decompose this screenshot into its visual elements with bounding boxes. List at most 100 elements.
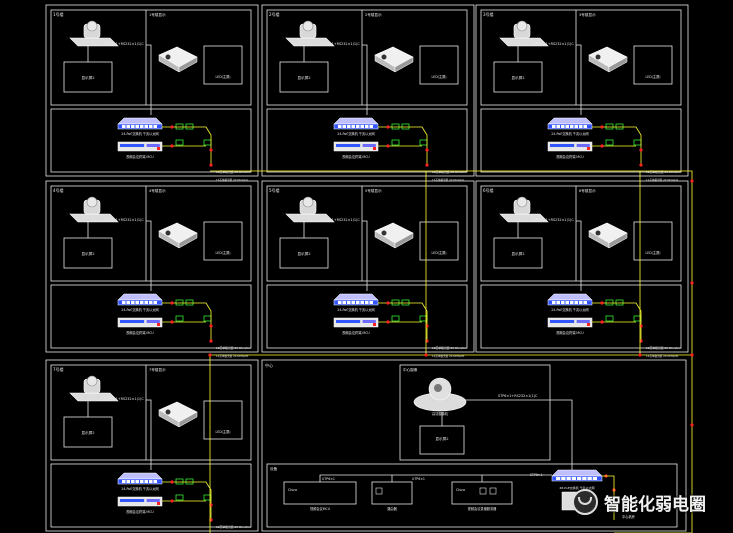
fiber-label: 12芯单模光缆 20 Ohm/km xyxy=(432,170,467,174)
room-lower-panel xyxy=(266,284,468,349)
decoder-label: 视频会议终端 MCU xyxy=(126,509,154,514)
backbone-label: 12芯单模光缆 20 Ohm/km xyxy=(216,354,249,358)
switch-label: 24-PoE交换机 千兆以太网 xyxy=(121,307,159,312)
room-label: 7号楼 xyxy=(53,366,64,372)
port-tag xyxy=(615,299,624,306)
room-lower-panel xyxy=(50,284,252,349)
junction-dot xyxy=(170,499,174,503)
signal-link xyxy=(362,220,368,291)
junction-dot xyxy=(600,301,604,305)
screen-label: LED(主屏) xyxy=(645,74,660,79)
center-equip-label: 设备 xyxy=(270,466,278,471)
recorder-port-icon xyxy=(489,487,497,495)
display-label: 显示屏2 xyxy=(81,252,94,256)
port-tag xyxy=(175,315,184,322)
camera-icon xyxy=(285,20,335,47)
switch-icon xyxy=(333,293,379,306)
switch-icon xyxy=(117,472,163,485)
wechat-logo-icon xyxy=(572,489,598,515)
room-sub-label: 1号楼显示 xyxy=(149,12,166,17)
center-equip-panel xyxy=(266,463,678,528)
link-a-label: UTP6×1 xyxy=(322,477,335,481)
decoder-label: 视频会议终端 MCU xyxy=(556,154,584,159)
switch-label: 24-PoE交换机 千兆以太网 xyxy=(337,131,375,136)
room-outer-frame xyxy=(45,180,259,353)
mcu-device-box xyxy=(283,481,357,505)
projector-icon xyxy=(588,46,628,73)
switch-label: 24-PoE交换机 千兆以太网 xyxy=(551,131,589,136)
port-tag xyxy=(185,299,194,306)
port-tag xyxy=(391,139,400,146)
junction-dot xyxy=(424,353,428,357)
center-outer-frame xyxy=(261,359,687,532)
junction-dot xyxy=(209,324,213,328)
junction-dot xyxy=(209,148,213,152)
room-outer-frame xyxy=(261,4,475,177)
fiber-label: 12芯单模光缆 20 Ohm/km xyxy=(432,346,467,350)
junction-dot xyxy=(639,163,643,167)
camera-link-label: UTP6×1+RS232×1(1)C xyxy=(320,218,360,222)
backbone-label: 12芯单模光缆 20 Ohm/km xyxy=(432,178,465,182)
decoder-label: 视频会议终端 MCU xyxy=(126,330,154,335)
watermark: 智能化弱电圈 xyxy=(572,489,722,515)
center-display-label: 显示屏2 xyxy=(435,437,448,441)
screen-box xyxy=(203,45,243,85)
center-fiber-label: 中心机房 xyxy=(622,514,635,519)
screen-label: LED(主屏) xyxy=(645,250,660,255)
junction-dot xyxy=(386,144,390,148)
switch-icon xyxy=(547,293,593,306)
room-label: 5号楼 xyxy=(269,187,280,193)
screen-box xyxy=(203,400,243,440)
port-tag xyxy=(605,315,614,322)
camera-icon xyxy=(285,196,335,223)
screen-box xyxy=(203,221,243,261)
screen-label: LED(主屏) xyxy=(431,250,446,255)
mcu-label: 视频会议MCU xyxy=(310,506,331,511)
projector-icon xyxy=(374,222,414,249)
room-lower-panel xyxy=(480,284,682,349)
room-lower-panel xyxy=(480,108,682,173)
junction-dot xyxy=(208,353,212,357)
center-camera-device-label: 高清摄像机 xyxy=(432,411,449,416)
decoder-icon xyxy=(117,317,163,328)
port-tag xyxy=(615,123,624,130)
room-sub-label: 5号楼显示 xyxy=(365,188,382,193)
display-label: 显示屏2 xyxy=(297,252,310,256)
junction-dot xyxy=(600,125,604,129)
port-tag xyxy=(185,123,194,130)
junction-dot xyxy=(639,148,643,152)
port-tag xyxy=(391,299,400,306)
junction-dot xyxy=(600,144,604,148)
backbone-label: 12芯单模光缆 20 Ohm/km xyxy=(432,354,465,358)
center-switch-label: 48-PoE交换机 千兆以太网 xyxy=(559,485,594,490)
signal-link xyxy=(146,220,152,291)
screen-box xyxy=(419,45,459,85)
display-label: 显示屏2 xyxy=(511,252,524,256)
projector-icon xyxy=(588,222,628,249)
projector-icon xyxy=(158,222,198,249)
projector-icon xyxy=(158,46,198,73)
port-tag xyxy=(203,139,212,146)
display-label: 显示屏2 xyxy=(81,76,94,80)
room-label: 6号楼 xyxy=(483,187,494,193)
port-tag xyxy=(203,315,212,322)
junction-dot xyxy=(600,320,604,324)
center-switch-uplink xyxy=(602,475,615,520)
port-tag xyxy=(605,123,614,130)
decoder-icon xyxy=(547,141,593,152)
recorder-label: 视频会议录播服务器 xyxy=(468,506,497,511)
switch-label: 24-PoE交换机 千兆以太网 xyxy=(121,486,159,491)
room-sub-label: 6号楼显示 xyxy=(579,188,596,193)
port-tag xyxy=(175,494,184,501)
decoder-icon xyxy=(547,317,593,328)
decoder-icon xyxy=(333,141,379,152)
port-tag xyxy=(419,139,428,146)
fiber-ring-top xyxy=(210,170,693,356)
junction-dot xyxy=(386,125,390,129)
switch-label: 24-PoE交换机 千兆以太网 xyxy=(551,307,589,312)
